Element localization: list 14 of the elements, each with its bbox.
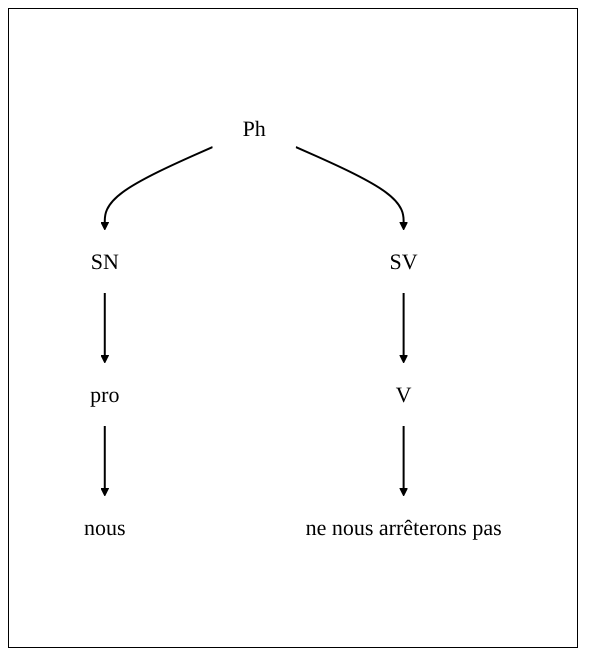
node-text: SV: [390, 249, 418, 274]
arrow: [399, 426, 408, 496]
arrow: [100, 426, 110, 496]
arrow: [100, 293, 110, 364]
node-text: SN: [90, 249, 119, 274]
node-text: pro: [90, 382, 120, 407]
node-text: nous: [84, 515, 126, 540]
frame-border: Ph SN SV pro V nous ne nous arrêterons pas: [8, 8, 578, 648]
arrow: [296, 146, 408, 230]
node-text: Ph: [242, 116, 266, 141]
node-text: V: [396, 382, 412, 407]
arrow: [399, 293, 408, 364]
arrow: [100, 146, 214, 230]
node-text: ne nous arrêterons pas: [306, 515, 502, 540]
